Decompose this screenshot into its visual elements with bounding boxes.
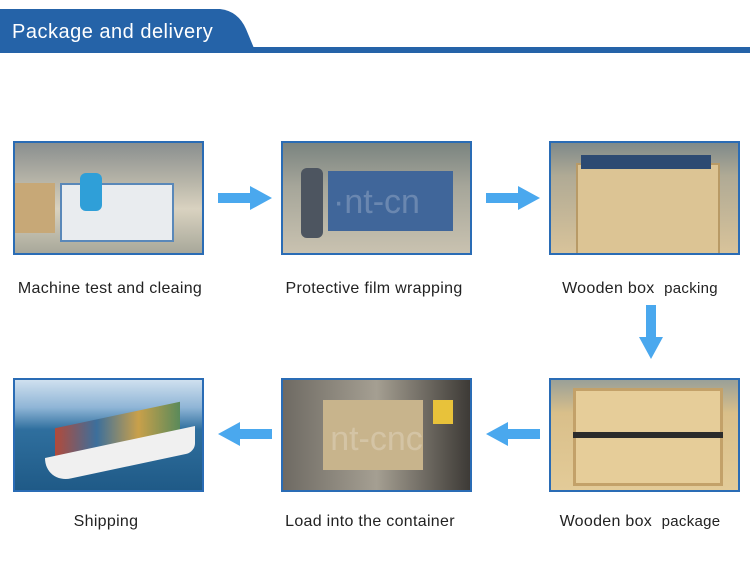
step-label-3: Wooden box packing <box>562 280 718 297</box>
arrow-left-icon <box>486 422 540 446</box>
photo-machine-test <box>13 141 204 255</box>
photo-container-loading: nt-cnc <box>281 378 472 492</box>
watermark: nt-cnc <box>330 420 423 458</box>
step-label-2: Protective film wrapping <box>285 280 463 297</box>
photo-film-wrapping: ·nt-cn <box>281 141 472 255</box>
photo-shipping <box>13 378 204 492</box>
photo-wooden-box-packing <box>549 141 740 255</box>
step-label-5: Load into the container <box>285 513 455 530</box>
photo-wooden-box-package <box>549 378 740 492</box>
step-label-6: Shipping <box>73 513 139 530</box>
watermark: ·nt-cn <box>333 183 420 221</box>
page-title: Package and delivery <box>12 21 214 43</box>
header-tab <box>0 9 256 53</box>
arrow-icon <box>218 186 272 210</box>
step-label-1: Machine test and cleaing <box>17 280 203 297</box>
step-label-4: Wooden box package <box>559 513 721 530</box>
arrow-down-icon <box>639 305 663 359</box>
arrow-icon <box>486 186 540 210</box>
header-bar <box>0 47 750 53</box>
arrow-left-icon <box>218 422 272 446</box>
